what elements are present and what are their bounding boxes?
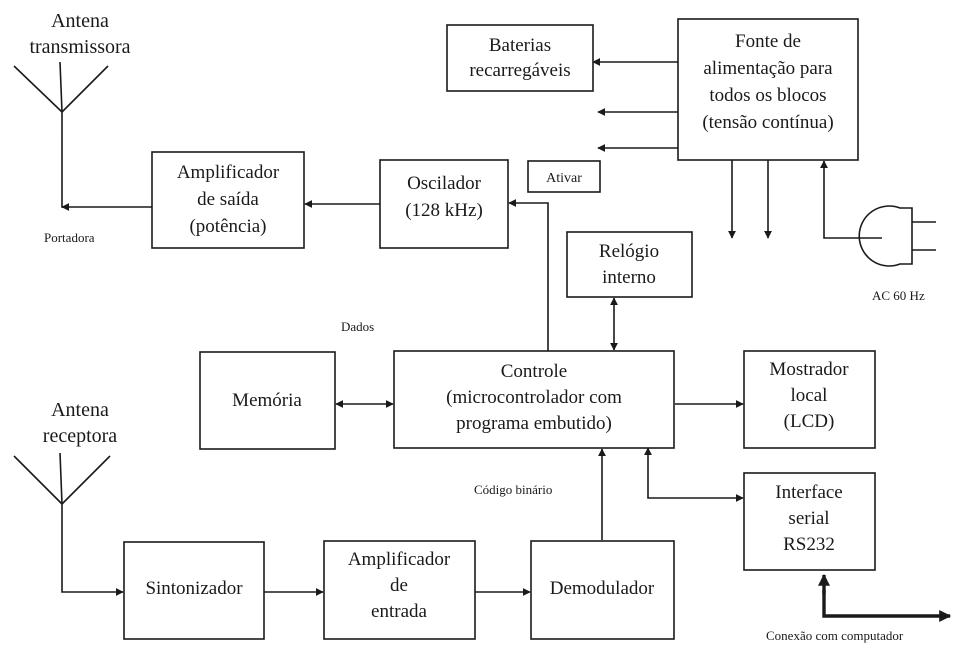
antena-receptora-label-2: receptora xyxy=(43,425,118,447)
demodulador-label: Demodulador xyxy=(550,578,655,599)
fonte-line-1: Fonte de xyxy=(735,31,801,52)
amplificador-saida-line-1: Amplificador xyxy=(177,162,280,183)
portadora-label: Portadora xyxy=(44,230,95,245)
oscilador-line-2: (128 kHz) xyxy=(405,200,483,221)
controle-line-2: (microcontrolador com xyxy=(446,387,622,408)
codigo-binario-label: Código binário xyxy=(474,482,552,497)
arrow-controle-to-oscilador xyxy=(508,199,549,351)
ac-plug-icon xyxy=(858,205,936,267)
controle-line-1: Controle xyxy=(501,361,568,382)
amplificador-entrada-line-2: de xyxy=(390,575,408,596)
block-amplificador-entrada: Amplificador de entrada xyxy=(323,540,476,640)
connections xyxy=(61,58,952,622)
fonte-line-3: todos os blocos xyxy=(709,85,826,106)
amplificador-saida-line-3: (potência) xyxy=(189,216,266,237)
fonte-line-2: alimentação para xyxy=(703,58,833,79)
ac-label: AC 60 Hz xyxy=(872,288,925,303)
block-controle: Controle (microcontrolador com programa … xyxy=(393,350,675,449)
block-baterias: Baterias recarregáveis xyxy=(446,24,594,92)
block-amplificador-saida: Amplificador de saída (potência) xyxy=(151,151,305,249)
block-oscilador: Oscilador (128 kHz) xyxy=(379,159,509,249)
mostrador-line-3: (LCD) xyxy=(784,411,835,432)
interface-line-2: serial xyxy=(788,508,829,529)
arrow-antena-to-sintonizador xyxy=(61,522,124,596)
arrow-controle-interface xyxy=(644,447,744,502)
controle-line-3: programa embutido) xyxy=(456,413,612,434)
arrow-amplificador-to-antena xyxy=(61,138,152,208)
antena-receptora-icon xyxy=(13,452,111,522)
conexao-computador-label: Conexão com computador xyxy=(766,628,904,643)
amplificador-entrada-line-3: entrada xyxy=(371,601,427,622)
baterias-line-1: Baterias xyxy=(489,35,551,56)
relogio-line-1: Relógio xyxy=(599,241,659,262)
interface-line-1: Interface xyxy=(775,482,843,503)
antena-transmissora-label-2: transmissora xyxy=(29,36,130,58)
block-fonte: Fonte de alimentação para todos os bloco… xyxy=(677,18,859,161)
baterias-line-2: recarregáveis xyxy=(469,60,570,81)
arrow-interface-computador xyxy=(822,590,952,622)
antena-transmissora-icon xyxy=(13,61,109,138)
block-relogio: Relógio interno xyxy=(566,231,693,298)
fonte-line-4: (tensão contínua) xyxy=(702,112,833,133)
amplificador-entrada-line-1: Amplificador xyxy=(348,549,451,570)
ativar-label: Ativar xyxy=(546,171,582,186)
block-memoria: Memória xyxy=(199,351,336,450)
mostrador-line-2: local xyxy=(791,385,828,406)
oscilador-line-1: Oscilador xyxy=(407,173,482,194)
mostrador-line-1: Mostrador xyxy=(769,359,849,380)
sintonizador-label: Sintonizador xyxy=(145,578,243,599)
relogio-line-2: interno xyxy=(602,267,656,288)
block-demodulador: Demodulador xyxy=(530,540,675,640)
antena-transmissora-label-1: Antena xyxy=(51,10,109,32)
block-mostrador: Mostrador local (LCD) xyxy=(743,350,876,449)
interface-line-3: RS232 xyxy=(783,534,835,555)
dados-label: Dados xyxy=(341,319,374,334)
block-interface-serial: Interface serial RS232 xyxy=(743,472,876,571)
antena-receptora-label-1: Antena xyxy=(51,399,109,421)
memoria-label: Memória xyxy=(232,390,302,411)
block-sintonizador: Sintonizador xyxy=(123,541,265,640)
block-ativar: Ativar xyxy=(527,160,601,193)
arrow-ac-to-fonte xyxy=(820,160,882,239)
amplificador-saida-line-2: de saída xyxy=(197,189,259,210)
